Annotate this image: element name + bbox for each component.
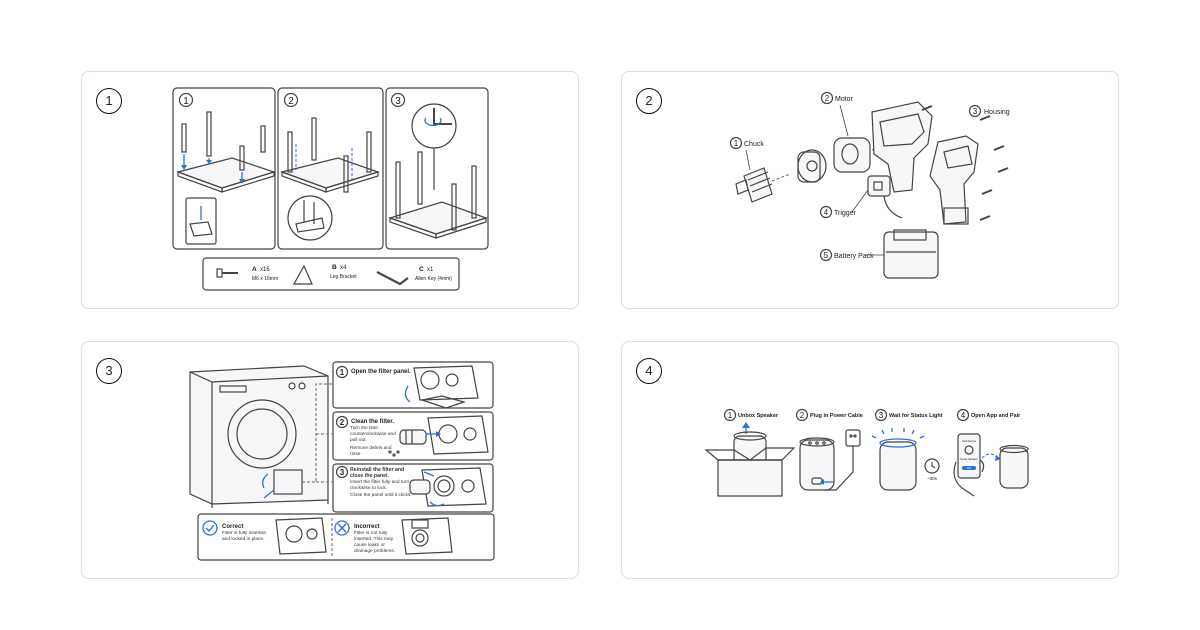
label-battery-pack: Battery Pack bbox=[834, 253, 874, 260]
step1-illustration bbox=[175, 111, 276, 245]
speaker-step-2-label: Plug in Power Cable bbox=[810, 413, 863, 419]
gearbox-part bbox=[797, 149, 827, 183]
correct-title: Correct bbox=[222, 524, 243, 530]
check-icon bbox=[205, 524, 215, 532]
svg-text:2: 2 bbox=[340, 418, 345, 427]
screw-icons bbox=[921, 105, 1009, 221]
battery-pack-part bbox=[883, 229, 939, 279]
panel-number-badge: 3 bbox=[96, 358, 122, 384]
washing-machine-illustration bbox=[189, 365, 329, 508]
svg-text:1: 1 bbox=[340, 368, 345, 377]
panel-number-badge: 4 bbox=[636, 358, 662, 384]
label-4-number: 4 bbox=[824, 208, 829, 217]
svg-text:1: 1 bbox=[728, 411, 733, 420]
wait-time: ~30s bbox=[927, 476, 938, 481]
correct-filter-illustration bbox=[275, 517, 327, 555]
incorrect-title: Incorrect bbox=[354, 524, 380, 530]
connector-line bbox=[302, 383, 332, 483]
step-number-1: 1 bbox=[183, 96, 189, 107]
step-box-3 bbox=[385, 87, 489, 250]
incorrect-filter-illustration bbox=[401, 517, 453, 555]
speaker-step-1-label: Unbox Speaker bbox=[738, 413, 779, 419]
part-a-qty: x16 bbox=[260, 267, 270, 273]
motor-part bbox=[833, 137, 883, 173]
svg-text:2: 2 bbox=[800, 411, 805, 420]
filter-step-box-1 bbox=[332, 361, 494, 409]
panel-washer-filter: 3 1 Open the filter panel. bbox=[81, 341, 579, 579]
filter-step-3-body2: Close the panel until it clicks. bbox=[350, 493, 412, 498]
part-b-desc: Leg Bracket bbox=[330, 274, 357, 280]
part-c-letter: C bbox=[419, 266, 424, 273]
part-c-desc: Allen Key (4mm) bbox=[415, 276, 452, 282]
table-assembly-diagram: 1 2 3 bbox=[172, 87, 489, 291]
label-3-number: 3 bbox=[973, 107, 978, 116]
label-chuck: Chuck bbox=[744, 141, 764, 148]
label-trigger: Trigger bbox=[834, 210, 857, 217]
step-box-1 bbox=[172, 87, 276, 250]
part-bracket-icon bbox=[292, 264, 313, 285]
label-1-number: 1 bbox=[734, 139, 739, 148]
panel-number-badge: 2 bbox=[636, 88, 662, 114]
label-2-number: 2 bbox=[825, 94, 830, 103]
panel-table-assembly: 1 1 2 3 bbox=[81, 71, 579, 309]
part-b-qty: x4 bbox=[340, 265, 347, 271]
speaker-setup-diagram: 1 Unbox Speaker 2 Plug in Power Cable 3 … bbox=[704, 408, 1029, 497]
parts-legend-box bbox=[202, 257, 460, 291]
drill-exploded-diagram: 1 Chuck 2 Motor 3 Housing 4 Trigger 5 Ba… bbox=[729, 91, 1010, 279]
step-box-2 bbox=[277, 87, 384, 250]
result-box bbox=[197, 513, 495, 561]
label-motor: Motor bbox=[835, 96, 854, 103]
step-number-2: 2 bbox=[288, 96, 294, 107]
filter-step-3-title: Reinstall the filter and close the panel… bbox=[350, 467, 405, 479]
part-a-desc: M6 x 16mm bbox=[252, 276, 278, 282]
part-allen-key-icon bbox=[376, 271, 409, 286]
filter-step-1-title: Open the filter panel. bbox=[351, 369, 411, 375]
svg-text:4: 4 bbox=[961, 411, 966, 420]
step3-illustration bbox=[388, 103, 488, 239]
filter-step-2-body2: Remove debris and rinse. bbox=[350, 446, 392, 457]
speaker-step-4-label: Open App and Pair bbox=[971, 413, 1021, 419]
svg-text:Smart Speaker: Smart Speaker bbox=[960, 457, 977, 461]
plug-in-speaker-illustration bbox=[799, 429, 861, 491]
unbox-speaker-illustration bbox=[704, 422, 796, 497]
filter-step-2-body: Turn the filter counterclockwise and pul… bbox=[350, 426, 396, 443]
filter-step-3-illustration bbox=[409, 467, 487, 507]
svg-text:3: 3 bbox=[879, 411, 884, 420]
panel-number-badge: 1 bbox=[96, 88, 122, 114]
filter-step-2-title: Clean the filter. bbox=[351, 419, 394, 425]
label-housing: Housing bbox=[984, 109, 1010, 116]
filter-step-box-2 bbox=[332, 411, 494, 461]
status-light-speaker-illustration: ~30s bbox=[871, 428, 940, 491]
filter-step-3-body: Insert the filter fully and turn clockwi… bbox=[350, 480, 410, 491]
washer-filter-diagram: 1 Open the filter panel. 2 Clean the fil… bbox=[189, 361, 495, 561]
step-number-3: 3 bbox=[395, 96, 401, 107]
speaker-step-3-label: Wait for Status Light bbox=[889, 413, 943, 419]
svg-text:Add Device: Add Device bbox=[962, 439, 977, 443]
open-app-illustration: Add Device Smart Speaker Pair bbox=[953, 433, 1029, 497]
chuck-part bbox=[735, 167, 791, 203]
filter-step-2-illustration bbox=[388, 415, 489, 457]
part-b-letter: B bbox=[332, 264, 337, 271]
label-5-number: 5 bbox=[824, 251, 829, 260]
clock-icon bbox=[924, 458, 940, 474]
filter-step-box-3 bbox=[332, 463, 494, 513]
correct-body: Filter is fully inserted and locked in p… bbox=[222, 531, 266, 542]
svg-text:3: 3 bbox=[340, 468, 345, 477]
panel-speaker-setup: 4 1 Unbox Speaker 2 Plug in Power Cable … bbox=[621, 341, 1119, 579]
housing-right-part bbox=[929, 135, 979, 225]
panel-drill-exploded: 2 bbox=[621, 71, 1119, 309]
filter-step-1-illustration bbox=[404, 365, 479, 409]
part-a-letter: A bbox=[252, 266, 257, 273]
incorrect-body: Filter is not fully inserted. This may c… bbox=[354, 531, 396, 554]
wall-outlet bbox=[845, 429, 861, 447]
svg-text:Pair: Pair bbox=[967, 466, 972, 470]
part-c-qty: x1 bbox=[427, 267, 434, 273]
step2-illustration bbox=[279, 117, 380, 241]
trigger-part bbox=[867, 175, 903, 219]
part-screw-icon bbox=[216, 268, 238, 278]
